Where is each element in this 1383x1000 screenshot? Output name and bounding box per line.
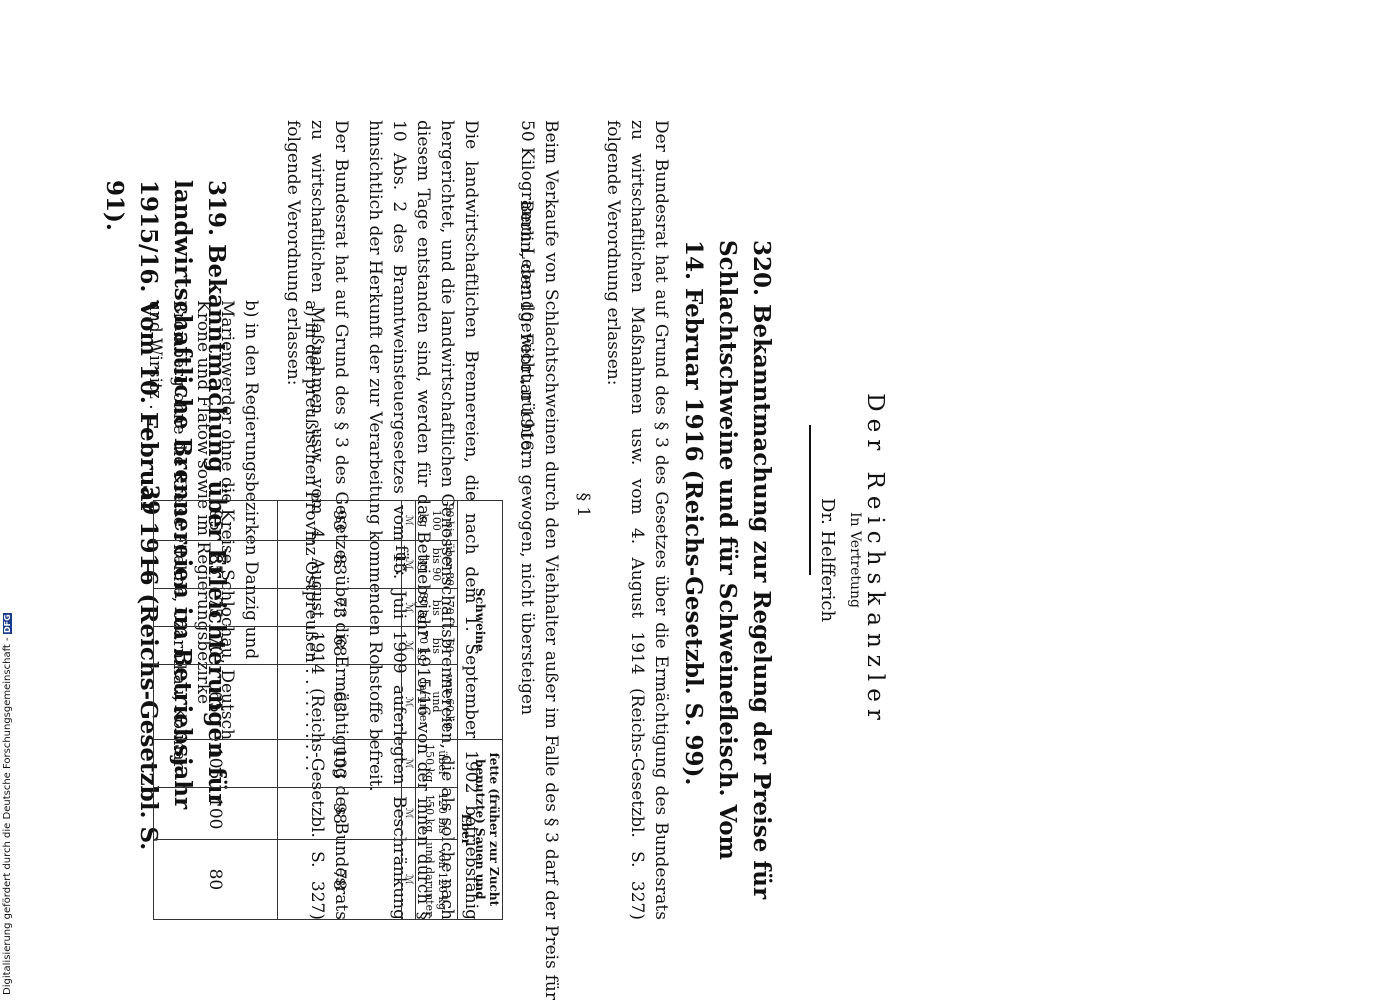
table-cell: 73 [277, 588, 402, 627]
digitization-credit: Digitalisierung gefördert durch die Deut… [2, 600, 18, 995]
table-cell: 100 [153, 787, 278, 840]
table-cell: 78 [277, 839, 402, 920]
table-cell: 83 [277, 540, 402, 589]
notice-320-heading: 320. Bekanntmachung zur Regelung der Pre… [680, 240, 775, 900]
table-col-header: 60 bis 70 kg [415, 626, 458, 665]
table-unit: ℳ [401, 787, 416, 840]
table-cell: 93 [277, 500, 402, 541]
table-cell: 95 [153, 500, 278, 541]
table-unit: ℳ [401, 500, 416, 541]
table-cell: 80 [153, 839, 278, 920]
signer-role: In Vertretung [847, 511, 863, 609]
table-cell: 63 [277, 664, 402, 740]
table-col-header: über 150 kg [415, 739, 458, 788]
price-table: Schweine fette (früher zur Zucht benutzt… [153, 500, 503, 920]
table-cell: 65 [153, 664, 278, 740]
table-row: 93 83 73 68 63 103 98 78 [277, 500, 402, 920]
separator-rule [809, 425, 811, 575]
table-cell: 68 [277, 626, 402, 665]
table-col-header: 120 bis 150 kg [415, 787, 458, 840]
table-unit: ℳ [401, 664, 416, 740]
table-col-header: 90 bis 100 kg [415, 500, 458, 541]
table-col-header: 70 bis 80 kg [415, 588, 458, 627]
signer-name: Dr. Helfferich [817, 497, 838, 623]
table-unit: ℳ [401, 839, 416, 920]
table-col-header: von 60 kg und darunter [415, 664, 458, 740]
table-group-schweine: Schweine [457, 500, 503, 740]
table-unit: ℳ [401, 626, 416, 665]
table-unit: ℳ [401, 540, 416, 589]
table-unit: ℳ [401, 739, 416, 788]
table-cell: 98 [277, 787, 402, 840]
section-mark: § 1 [573, 492, 593, 518]
table-cell: 75 [153, 588, 278, 627]
notice-320-para1: Der Bundesrat hat auf Grund des § 3 des … [603, 120, 671, 920]
table-cell: 105 [153, 739, 278, 788]
table-col-header: über 80 bis 90 kg [415, 540, 458, 589]
credit-text: Digitalisierung gefördert durch die Deut… [2, 637, 13, 995]
dfg-logo: DFG [3, 613, 12, 635]
table-cell: 70 [153, 626, 278, 665]
table-cell: 85 [153, 540, 278, 589]
notice-320-para2: Beim Verkaufe von Schlachtschweinen durc… [517, 120, 561, 1000]
signer-title: Der Reichskanzler [862, 393, 888, 727]
table-group-sauen-eber: fette (früher zur Zucht benutzte) Sauen … [457, 739, 503, 920]
table-col-header: von 120 kg und darunter [415, 839, 458, 920]
table-unit: ℳ [401, 588, 416, 627]
table-row: 95 85 75 70 65 105 100 80 [153, 500, 278, 920]
table-cell: 103 [277, 739, 402, 788]
